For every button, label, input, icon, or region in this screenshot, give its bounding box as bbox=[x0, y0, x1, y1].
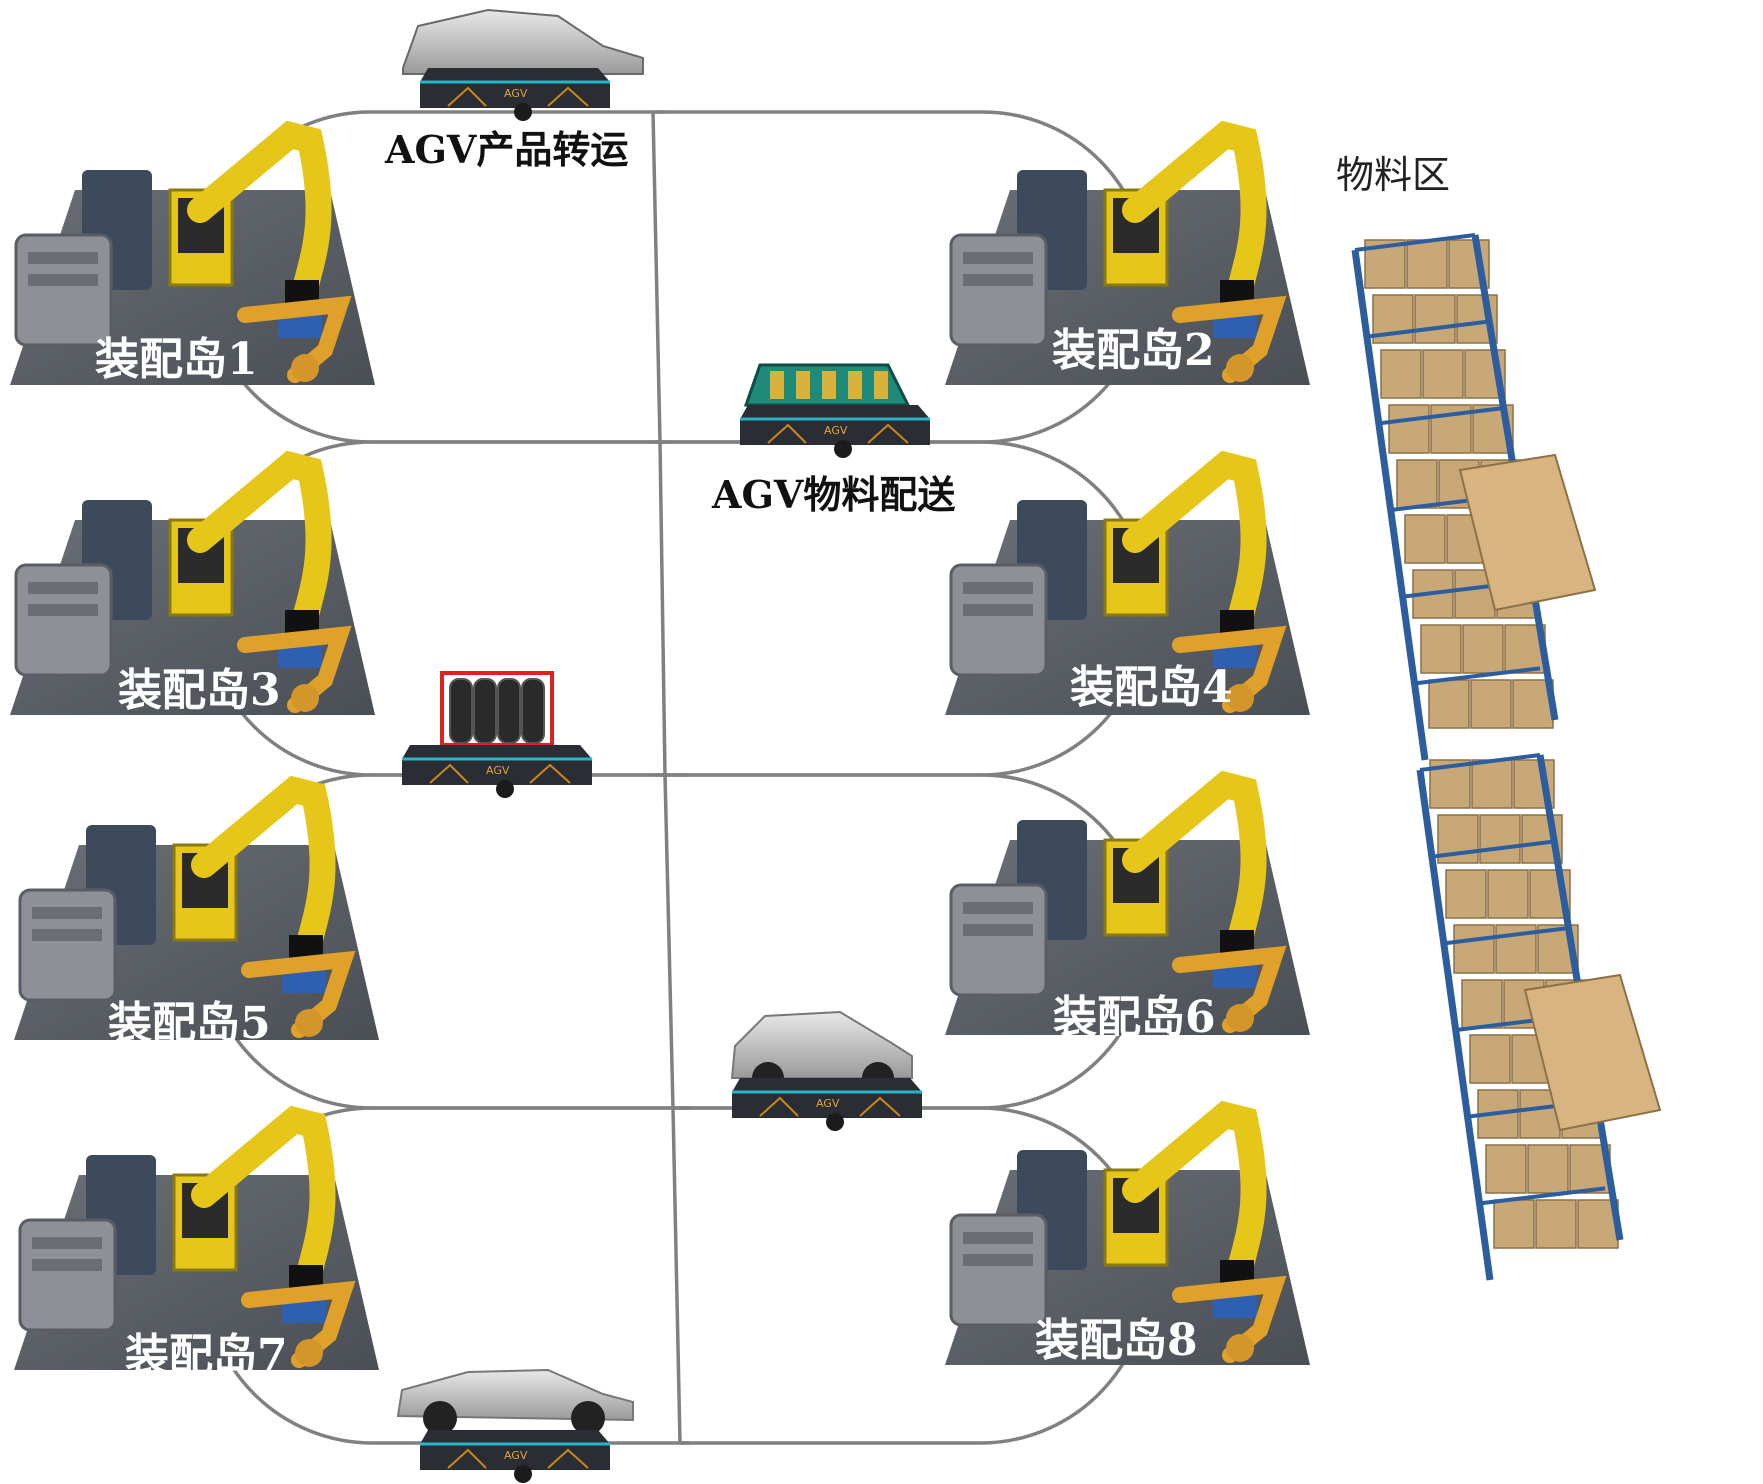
agv-badge: AGV bbox=[486, 764, 510, 777]
pallet-icon bbox=[1523, 973, 1662, 1132]
agv-vehicle-4: AGV bbox=[730, 1010, 922, 1131]
island-label: 装配岛7 bbox=[125, 1330, 288, 1381]
agv-product-transfer-caption: AGV产品转运 bbox=[384, 127, 628, 172]
island-label: 装配岛8 bbox=[1035, 1315, 1198, 1366]
car-body-frame-icon bbox=[402, 8, 644, 75]
material-shelves bbox=[1351, 233, 1662, 1281]
agv-badge: AGV bbox=[504, 87, 528, 100]
agv-vehicle-2: AGV bbox=[740, 363, 930, 458]
pallet-icon bbox=[1458, 453, 1597, 612]
agv-body bbox=[420, 1430, 610, 1470]
material-zone-caption: 物料区 bbox=[1336, 153, 1450, 197]
machine-housing-icon bbox=[18, 1218, 117, 1332]
machine-housing-icon bbox=[14, 233, 113, 347]
shelf-rack-2 bbox=[1416, 753, 1662, 1281]
machine-housing-icon bbox=[949, 233, 1048, 347]
assembly-island-1: 装配岛1 bbox=[10, 120, 375, 385]
machine-housing-icon bbox=[949, 1213, 1048, 1327]
agv-body bbox=[420, 68, 610, 108]
hatchback-car-icon bbox=[730, 1010, 913, 1079]
assembly-island-5: 装配岛5 bbox=[14, 775, 379, 1049]
assembly-island-3: 装配岛3 bbox=[10, 450, 375, 716]
agv-body bbox=[402, 745, 592, 785]
island-label: 装配岛3 bbox=[118, 665, 281, 716]
center-spine bbox=[651, 111, 682, 1444]
assembly-island-8: 装配岛8 bbox=[945, 1100, 1310, 1366]
assembly-island-6: 装配岛6 bbox=[945, 770, 1310, 1043]
agv-badge: AGV bbox=[504, 1449, 528, 1462]
agv-body bbox=[740, 405, 930, 445]
machine-housing-icon bbox=[949, 883, 1048, 997]
agv-vehicle-3: AGV bbox=[402, 671, 592, 798]
agv-material-delivery-caption: AGV物料配送 bbox=[711, 472, 955, 517]
island-label: 装配岛2 bbox=[1052, 325, 1215, 376]
machine-housing-icon bbox=[14, 563, 113, 677]
machine-housing-icon bbox=[949, 563, 1048, 677]
island-label: 装配岛5 bbox=[108, 998, 271, 1049]
sedan-car-icon bbox=[396, 1368, 634, 1422]
shelf-rack-1 bbox=[1351, 233, 1597, 761]
agv-body bbox=[732, 1078, 922, 1118]
assembly-island-4: 装配岛4 bbox=[945, 450, 1310, 715]
machine-housing-icon bbox=[18, 888, 117, 1002]
agv-vehicle-1: AGV bbox=[402, 8, 644, 121]
island-label: 装配岛1 bbox=[95, 334, 258, 385]
assembly-island-7: 装配岛7 bbox=[14, 1105, 379, 1381]
assembly-island-2: 装配岛2 bbox=[945, 120, 1310, 385]
island-label: 装配岛6 bbox=[1053, 992, 1216, 1043]
island-label: 装配岛4 bbox=[1070, 662, 1233, 713]
agv-vehicle-5: AGV bbox=[396, 1368, 634, 1483]
agv-badge: AGV bbox=[816, 1097, 840, 1110]
agv-badge: AGV bbox=[824, 424, 848, 437]
